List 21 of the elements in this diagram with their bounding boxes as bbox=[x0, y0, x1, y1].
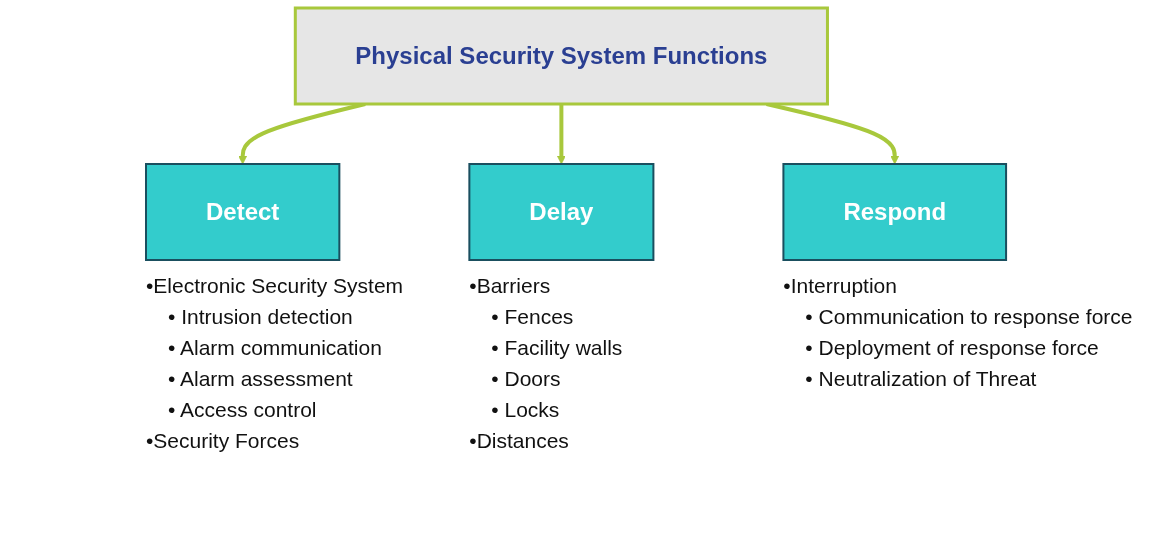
node-box: Delay bbox=[468, 163, 655, 261]
list-item: • Communication to response force bbox=[804, 304, 1133, 330]
arrow bbox=[556, 104, 566, 165]
list-item: • Access control bbox=[166, 397, 318, 423]
list-item: • Facility walls bbox=[490, 335, 623, 361]
node-box: Detect bbox=[144, 163, 341, 261]
list-item: •Security Forces bbox=[145, 428, 301, 454]
list-item: •Interruption bbox=[783, 273, 898, 299]
list-item: •Distances bbox=[469, 428, 570, 454]
node-box: Physical Security System Functions bbox=[293, 6, 829, 106]
list-item: • Fences bbox=[490, 304, 575, 330]
list-item: • Locks bbox=[490, 397, 561, 423]
list-item: • Alarm communication bbox=[166, 335, 383, 361]
list-item: • Deployment of response force bbox=[804, 335, 1100, 361]
node-box: Respond bbox=[782, 163, 1008, 261]
list-item: • Neutralization of Threat bbox=[804, 366, 1038, 392]
list-item: • Doors bbox=[490, 366, 562, 392]
list-item: •Electronic Security System bbox=[145, 273, 404, 299]
list-item: • Intrusion detection bbox=[166, 304, 354, 330]
list-item: •Barriers bbox=[469, 273, 552, 299]
list-item: • Alarm assessment bbox=[166, 366, 354, 392]
